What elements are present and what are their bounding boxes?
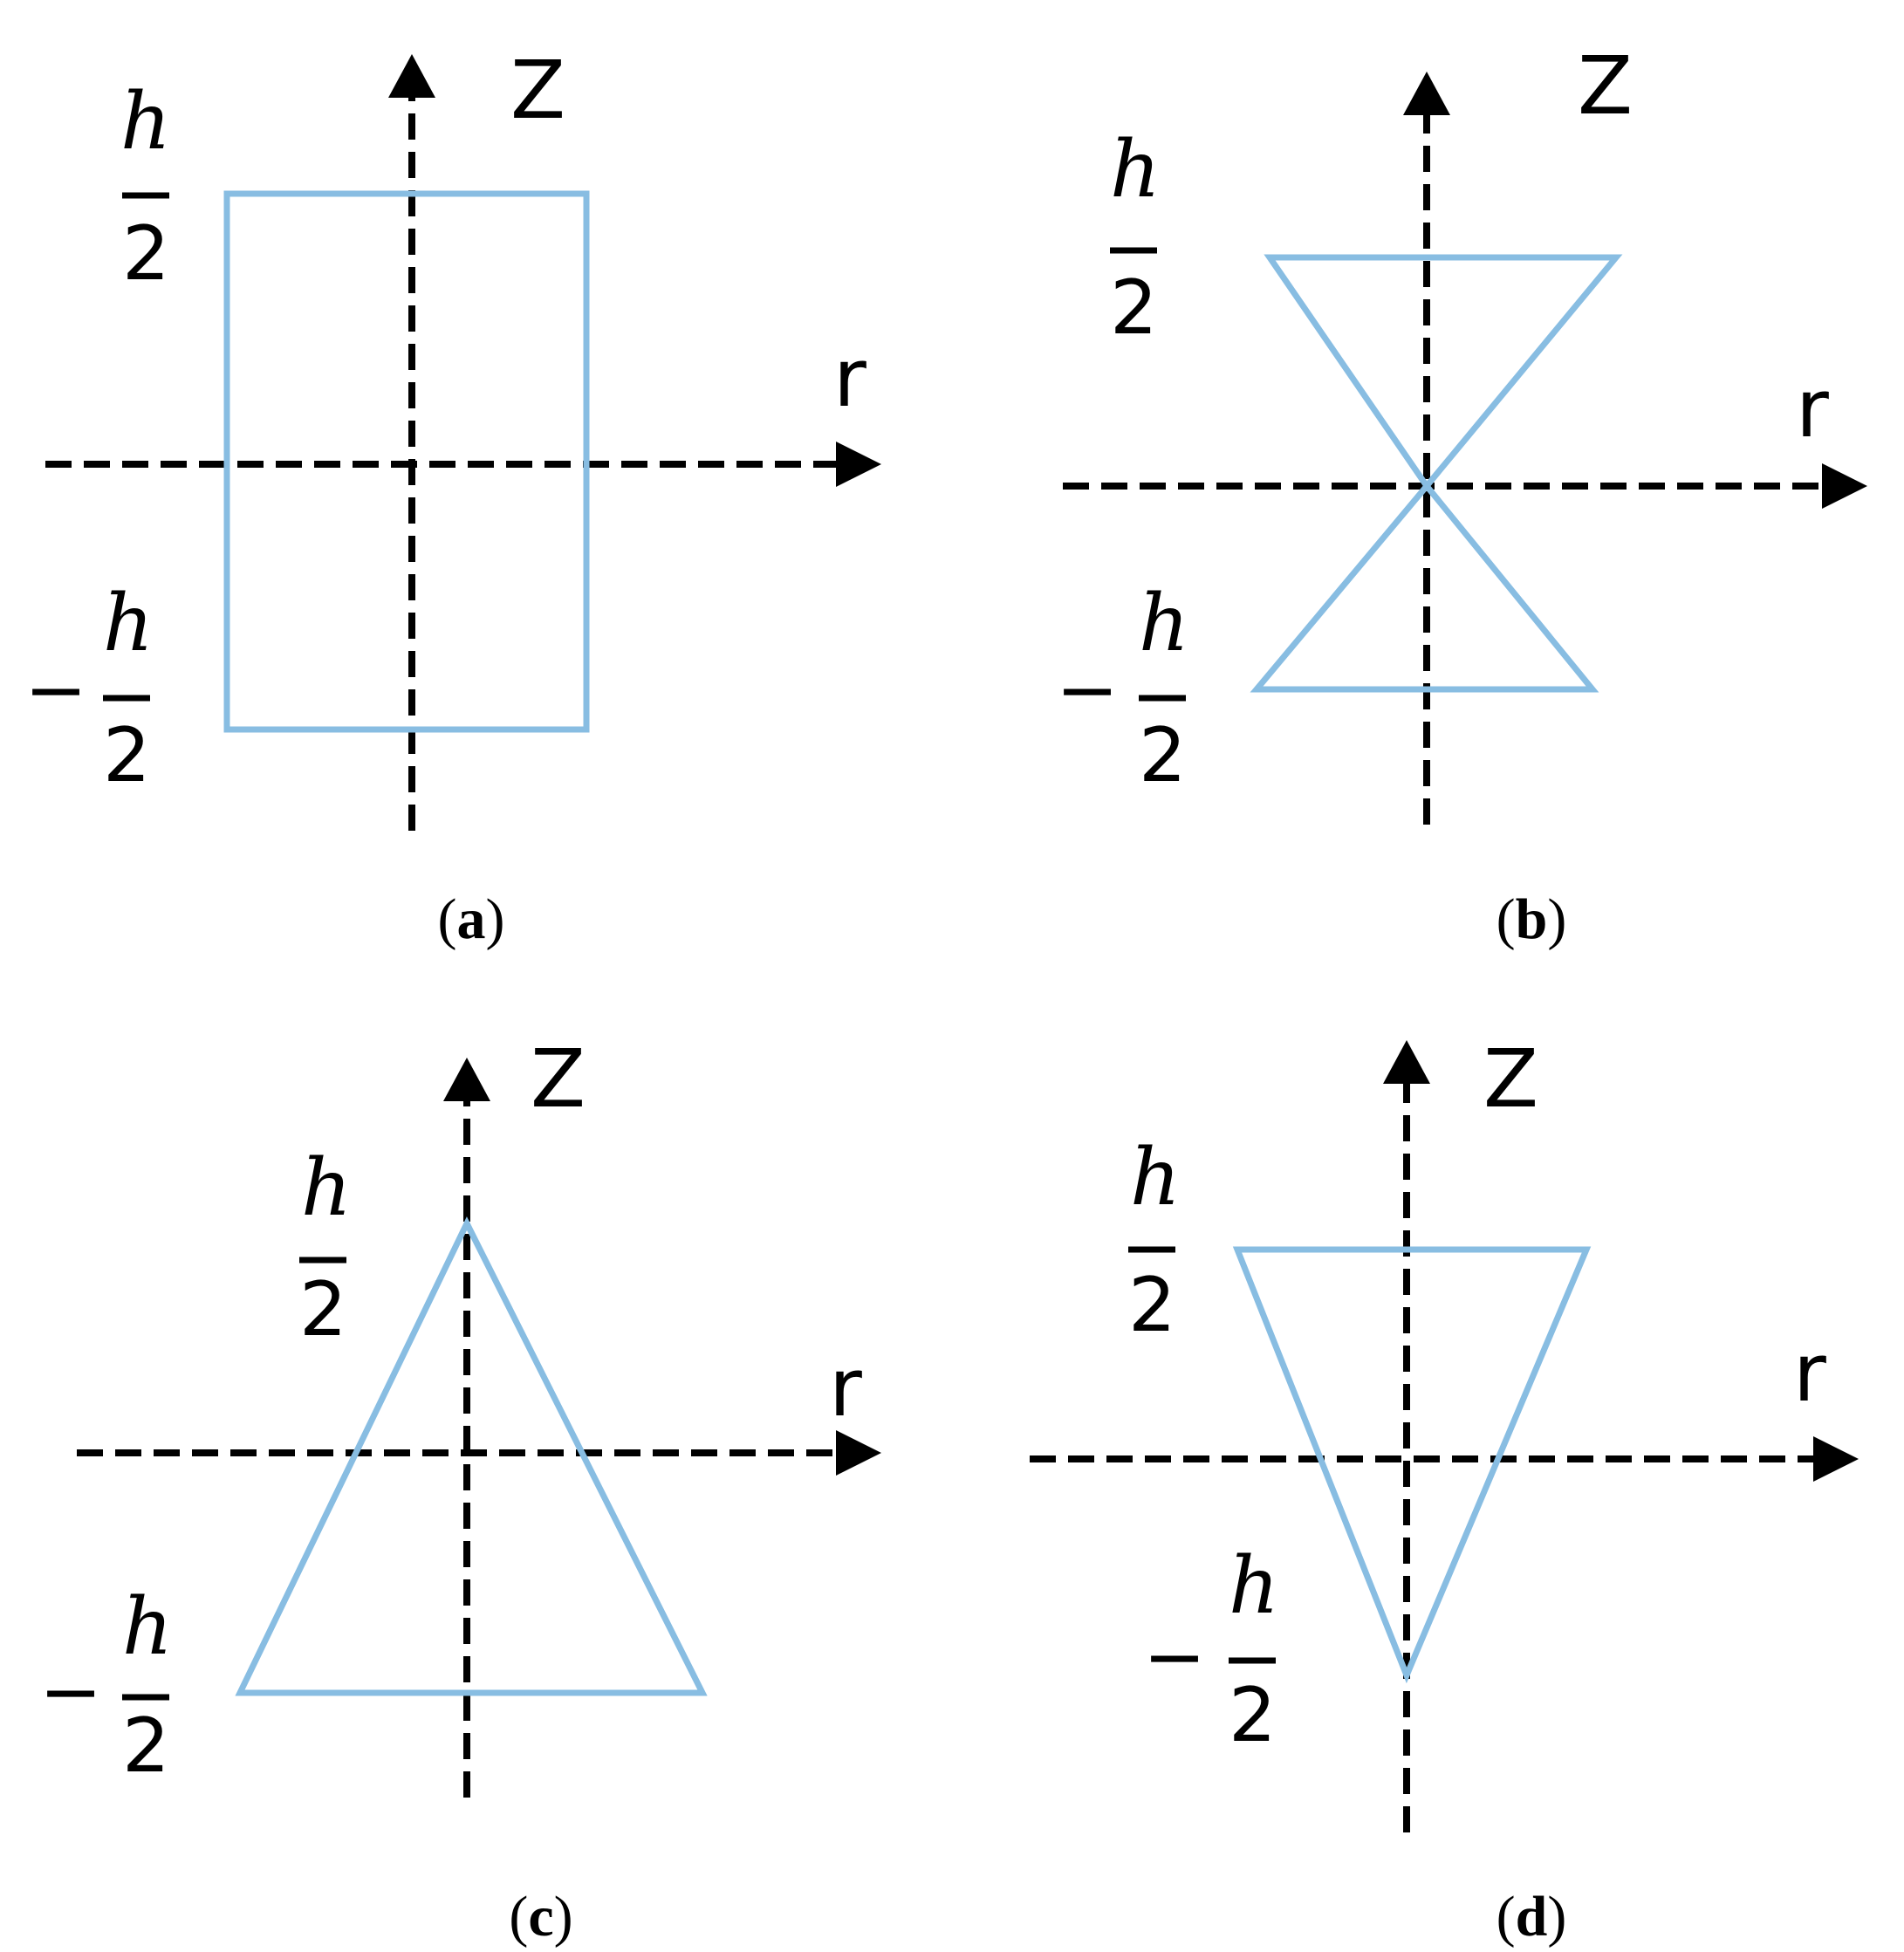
z-axis-arrowhead bbox=[443, 1058, 490, 1101]
fraction-denominator: 2 bbox=[1229, 1672, 1277, 1759]
bottom-half-height-label: − h 2 bbox=[1143, 1540, 1279, 1759]
z-axis-label: Z bbox=[1578, 39, 1633, 133]
caption-open: ( bbox=[438, 887, 457, 951]
panel-caption: (b) bbox=[1496, 887, 1567, 951]
caption-letter: a bbox=[457, 887, 486, 951]
r-axis-label: r bbox=[833, 332, 866, 425]
fraction-denominator: 2 bbox=[122, 1702, 170, 1790]
fraction-numerator: h bbox=[301, 1142, 352, 1234]
r-axis-arrowhead bbox=[1822, 463, 1867, 509]
caption-letter: b bbox=[1516, 887, 1548, 951]
z-axis-label: Z bbox=[1483, 1032, 1538, 1126]
fraction-denominator: 2 bbox=[1139, 712, 1187, 799]
panel-b: Z r h 2 − h 2 (b) bbox=[1056, 39, 1867, 951]
top-half-height-label: h 2 bbox=[120, 76, 171, 298]
fraction-denominator: 2 bbox=[1128, 1262, 1176, 1349]
caption-open: ( bbox=[1496, 887, 1516, 951]
bottom-half-height-label: − h 2 bbox=[24, 578, 154, 799]
panel-caption: (c) bbox=[509, 1885, 572, 1949]
negative-sign: − bbox=[39, 1648, 102, 1736]
z-axis-label: Z bbox=[510, 44, 565, 137]
negative-sign: − bbox=[1143, 1613, 1206, 1701]
z-axis-label: Z bbox=[531, 1032, 586, 1126]
panel-d: Z r h 2 − h 2 (d) bbox=[1030, 1032, 1859, 1949]
top-half-height-label: h 2 bbox=[1128, 1132, 1181, 1349]
z-axis-arrowhead bbox=[1383, 1040, 1430, 1084]
r-axis-label: r bbox=[1793, 1326, 1826, 1420]
caption-close: ) bbox=[1547, 1885, 1566, 1949]
caption-open: ( bbox=[509, 1885, 528, 1949]
fraction-numerator: h bbox=[1110, 124, 1161, 216]
fraction-numerator: h bbox=[1130, 1132, 1181, 1223]
fraction-denominator: 2 bbox=[299, 1266, 347, 1353]
panel-caption: (a) bbox=[438, 887, 505, 951]
z-axis-arrowhead bbox=[388, 54, 435, 98]
upright-triangle-cross-section bbox=[235, 1216, 708, 1696]
top-half-height-label: h 2 bbox=[299, 1142, 352, 1353]
z-axis-arrowhead bbox=[1403, 72, 1450, 115]
fraction-numerator: h bbox=[120, 76, 171, 168]
caption-letter: d bbox=[1516, 1885, 1548, 1949]
r-axis-label: r bbox=[829, 1341, 862, 1435]
caption-close: ) bbox=[554, 1885, 573, 1949]
bottom-half-height-label: − h 2 bbox=[1056, 578, 1189, 799]
fraction-denominator: 2 bbox=[122, 210, 170, 298]
caption-letter: c bbox=[528, 1885, 553, 1949]
panel-caption: (d) bbox=[1496, 1885, 1567, 1949]
inverted-triangle-cross-section bbox=[1232, 1246, 1592, 1684]
fraction-numerator: h bbox=[122, 1581, 173, 1673]
negative-sign: − bbox=[24, 647, 87, 734]
fraction-denominator: 2 bbox=[103, 712, 151, 799]
panel-a: Z r h 2 − h 2 (a) bbox=[24, 44, 881, 951]
hourglass-lower-triangle bbox=[1250, 481, 1599, 693]
r-axis-arrowhead bbox=[1813, 1436, 1859, 1482]
negative-sign: − bbox=[1056, 647, 1119, 734]
fraction-denominator: 2 bbox=[1110, 264, 1158, 352]
bottom-half-height-label: − h 2 bbox=[39, 1581, 173, 1790]
caption-close: ) bbox=[486, 887, 505, 951]
r-axis-label: r bbox=[1796, 362, 1829, 455]
caption-open: ( bbox=[1496, 1885, 1516, 1949]
panel-c: Z r h 2 − h 2 (c) bbox=[39, 1032, 881, 1949]
fraction-numerator: h bbox=[1139, 578, 1189, 669]
caption-close: ) bbox=[1547, 887, 1566, 951]
r-axis-arrowhead bbox=[836, 1430, 881, 1476]
r-axis-arrowhead bbox=[836, 442, 881, 487]
fraction-numerator: h bbox=[1229, 1540, 1279, 1632]
fraction-numerator: h bbox=[103, 578, 154, 669]
hourglass-upper-triangle bbox=[1264, 254, 1623, 491]
top-half-height-label: h 2 bbox=[1110, 124, 1161, 352]
rectangle-cross-section bbox=[223, 190, 590, 733]
